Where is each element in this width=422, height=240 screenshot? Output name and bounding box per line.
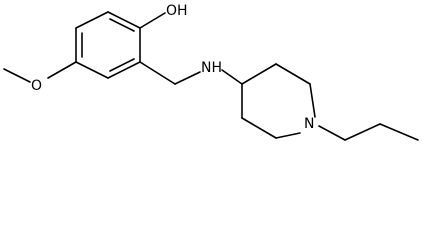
bond xyxy=(241,63,277,85)
double-bond-inner xyxy=(109,18,135,32)
ring-nitrogen-label: N xyxy=(304,116,314,132)
double-bond-inner xyxy=(109,58,135,72)
bond xyxy=(241,117,277,139)
amine-label: NH xyxy=(201,60,222,76)
bond xyxy=(3,68,31,83)
bond xyxy=(107,11,141,29)
bond xyxy=(275,132,301,139)
bond xyxy=(139,61,176,85)
bond xyxy=(107,61,141,79)
bond xyxy=(139,12,166,29)
bond xyxy=(275,63,311,85)
bond xyxy=(47,61,77,79)
bond xyxy=(221,69,243,85)
benzene-ring xyxy=(75,11,141,79)
bond xyxy=(174,71,201,85)
bond xyxy=(75,11,109,29)
molecule-structure-diagram: OH O NH N xyxy=(3,3,419,141)
piperidine-ring xyxy=(241,63,316,139)
methoxy-oxygen-label: O xyxy=(31,78,42,94)
bond xyxy=(75,61,109,79)
bond xyxy=(318,125,346,141)
bond xyxy=(309,83,316,118)
bond xyxy=(344,123,381,141)
bond xyxy=(379,123,419,141)
hydroxyl-label: OH xyxy=(166,3,188,19)
